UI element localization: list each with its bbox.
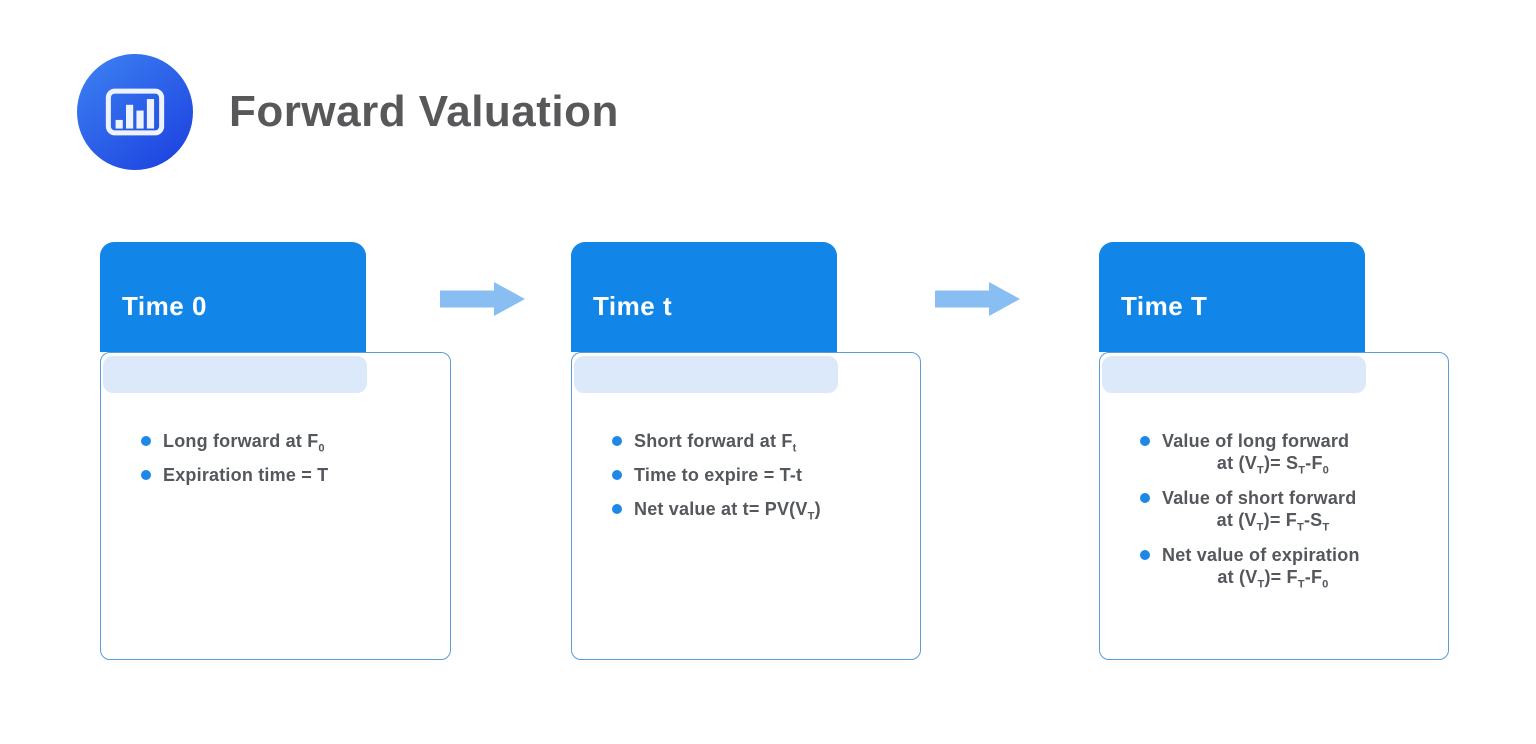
arrow-right-icon	[935, 282, 1020, 316]
bullet-line-1: Value of short forward	[1162, 488, 1357, 508]
bullet-line-2: at (VT)= FT-F0	[1217, 567, 1329, 591]
bullet-item: Short forward at Ft	[612, 430, 856, 455]
bullet-line-2: at (VT)= ST-F0	[1216, 453, 1330, 477]
bar-chart-icon	[77, 54, 193, 170]
page-title: Forward Valuation	[229, 87, 619, 136]
bullet-item: Long forward at F0	[141, 430, 385, 455]
bullet-list: Long forward at F0 Expiration time = T	[141, 430, 385, 498]
card-title: Time T	[1121, 290, 1208, 321]
card-body: Long forward at F0 Expiration time = T	[100, 352, 451, 660]
bullet-line-1: Expiration time = T	[163, 465, 329, 485]
card-header: Time 0	[100, 242, 366, 352]
bullet-line-1: Long forward at F0	[163, 431, 325, 455]
bullet-dot	[141, 436, 151, 446]
header-ghost-band	[103, 356, 367, 393]
bullet-dot	[1140, 550, 1150, 560]
bullet-text: Long forward at F0	[163, 430, 385, 455]
bullet-text: Time to expire = T-t	[634, 464, 856, 486]
bar-chart-icon-glyph	[105, 88, 165, 136]
header-ghost-band	[574, 356, 838, 393]
bullet-line-1: Short forward at Ft	[634, 431, 797, 455]
bullet-line-2: at (VT)= FT-ST	[1216, 510, 1330, 534]
bullet-line-1: Net value at t= PV(VT)	[634, 499, 821, 523]
bullet-line-1: Net value of expiration	[1162, 545, 1360, 565]
bullet-line-1: Value of long forward	[1162, 431, 1350, 451]
bullet-item: Net value at t= PV(VT)	[612, 498, 856, 523]
bullet-item: Time to expire = T-t	[612, 464, 856, 486]
brand-header: Forward Valuation	[77, 54, 619, 170]
bullet-dot	[612, 436, 622, 446]
card-title: Time t	[593, 290, 673, 321]
card-title: Time 0	[122, 290, 207, 321]
card-header: Time t	[571, 242, 837, 352]
bullet-dot	[141, 470, 151, 480]
bullet-line-1: Time to expire = T-t	[634, 465, 803, 485]
header-ghost-band	[1102, 356, 1366, 393]
bullet-text: Net value at t= PV(VT)	[634, 498, 856, 523]
bullet-dot	[1140, 436, 1150, 446]
bullet-text: Short forward at Ft	[634, 430, 856, 455]
bullet-dot	[612, 470, 622, 480]
bullet-text: Expiration time = T	[163, 464, 385, 486]
arrow-right-icon	[440, 282, 525, 316]
bullet-dot	[1140, 493, 1150, 503]
bullet-dot	[612, 504, 622, 514]
card-header: Time T	[1099, 242, 1365, 352]
bullet-item: Expiration time = T	[141, 464, 385, 486]
